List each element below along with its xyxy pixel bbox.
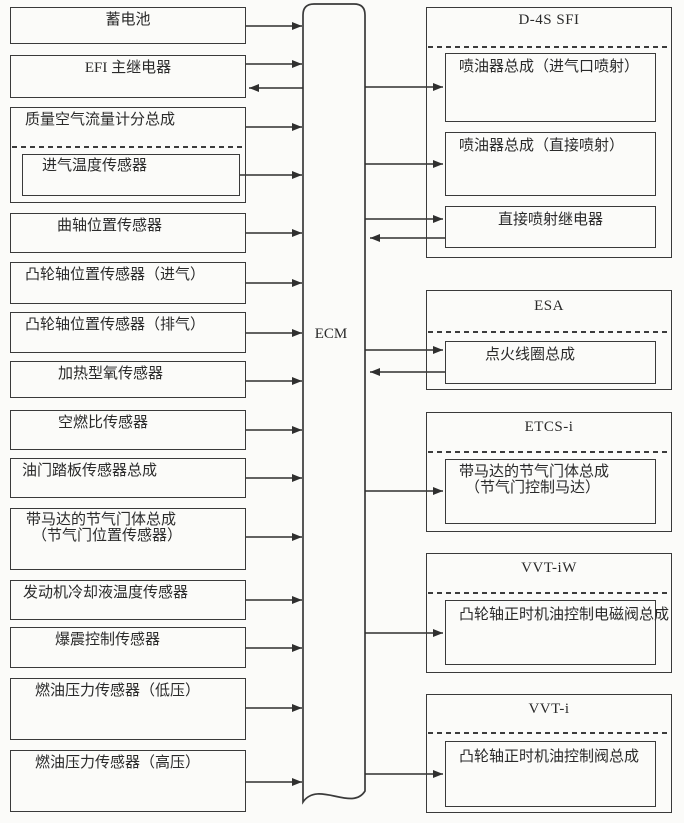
box-air-fuel-ratio-sensor-label: 空燃比传感器 (58, 415, 149, 431)
group-esa-box (426, 290, 672, 390)
box-efi-main-relay-label: EFI 主继电器 (84, 60, 172, 76)
box-vvtiw-oil-control-solenoid-label: 凸轮轴正时机油控制电磁阀总成 (459, 607, 670, 623)
box-throttle-body-motor (445, 459, 656, 524)
box-intake-air-temp-label: 进气温度传感器 (42, 158, 148, 174)
ecm-box-outline (302, 3, 366, 805)
box-ignition-coil (445, 341, 656, 384)
group-etcsi-box (426, 412, 672, 532)
box-camshaft-position-exhaust (10, 312, 246, 353)
box-throttle-body-motor-label2: （节气门控制马达） (465, 480, 601, 496)
box-vvti-oil-control-valve (445, 741, 656, 807)
box-fuel-pressure-high (10, 750, 246, 812)
box-knock-sensor (10, 627, 246, 668)
box-camshaft-position-intake (10, 262, 246, 304)
box-camshaft-position-exhaust-label: 凸轮轴位置传感器（排气） (25, 317, 206, 333)
group-vvti-title: VVT-i (528, 701, 570, 717)
box-crankshaft-position (10, 213, 246, 253)
group-vvtiw-box (426, 553, 672, 673)
box-intake-air-temp (22, 154, 240, 196)
box-crankshaft-position-label: 曲轴位置传感器 (57, 218, 163, 234)
box-mass-air-flow-label: 质量空气流量计分总成 (25, 112, 176, 128)
box-battery (10, 7, 246, 44)
box-vvtiw-oil-control-solenoid (445, 600, 656, 665)
group-vvti-dashed-divider (428, 732, 670, 734)
box-engine-coolant-temp-label: 发动机冷却液温度传感器 (23, 585, 189, 601)
box-throttle-body-position (10, 508, 246, 570)
group-etcsi-dashed-divider (428, 451, 670, 453)
group-esa-title: ESA (534, 298, 564, 314)
box-injector-direct-label: 喷油器总成（直接喷射） (459, 138, 625, 154)
box-injector-port (445, 53, 656, 122)
box-fuel-pressure-low (10, 678, 246, 740)
box-air-fuel-ratio-sensor (10, 410, 246, 450)
box-engine-coolant-temp (10, 580, 246, 620)
box-camshaft-position-intake-label: 凸轮轴位置传感器（进气） (25, 267, 206, 283)
box-direct-injection-relay (445, 206, 656, 248)
box-battery-label: 蓄电池 (105, 12, 151, 28)
box-heated-oxygen-sensor (10, 361, 246, 398)
box-mass-air-flow (10, 107, 246, 203)
box-injector-port-label: 喷油器总成（进气口喷射） (459, 59, 640, 75)
box-throttle-body-position-label2: （节气门位置传感器） (32, 528, 183, 544)
box-throttle-body-motor-label: 带马达的节气门体总成 (459, 464, 610, 480)
group-d4s-sfi-box (426, 7, 672, 258)
mass-air-flow-dashed-divider (12, 146, 244, 148)
box-accel-pedal-sensor-label: 油门踏板传感器总成 (22, 463, 158, 479)
box-fuel-pressure-low-label: 燃油压力传感器（低压） (35, 683, 201, 699)
group-vvti-box (426, 694, 672, 813)
box-knock-sensor-label: 爆震控制传感器 (55, 632, 161, 648)
box-accel-pedal-sensor (10, 458, 246, 498)
box-heated-oxygen-sensor-label: 加热型氧传感器 (58, 366, 164, 382)
box-efi-main-relay (10, 55, 246, 98)
group-vvtiw-title: VVT-iW (521, 560, 577, 576)
group-etcsi-title: ETCS-i (524, 419, 574, 435)
box-injector-direct (445, 132, 656, 196)
box-direct-injection-relay-label: 直接喷射继电器 (497, 212, 603, 228)
ecm-label: ECM (314, 326, 348, 342)
box-vvti-oil-control-valve-label: 凸轮轴正时机油控制阀总成 (459, 749, 640, 765)
group-vvtiw-dashed-divider (428, 592, 670, 594)
box-throttle-body-position-label: 带马达的节气门体总成 (26, 512, 177, 528)
group-esa-dashed-divider (428, 331, 670, 333)
box-fuel-pressure-high-label: 燃油压力传感器（高压） (35, 755, 201, 771)
group-d4s-sfi-dashed-divider (428, 46, 670, 48)
box-ignition-coil-label: 点火线圈总成 (485, 347, 576, 363)
group-d4s-sfi-title: D-4S SFI (518, 12, 580, 28)
